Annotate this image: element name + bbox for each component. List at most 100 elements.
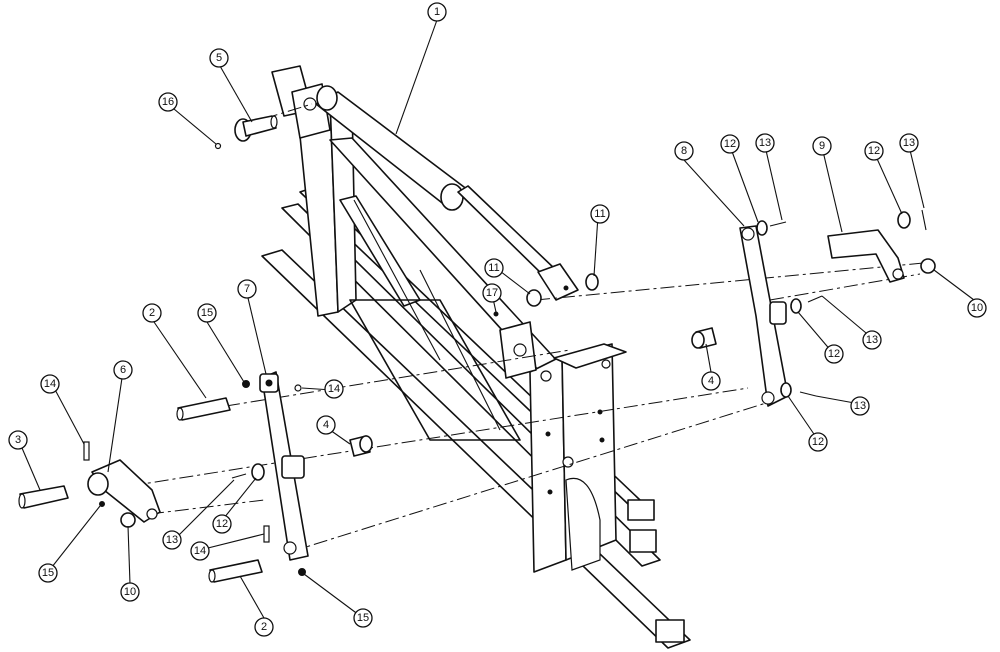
svg-text:13: 13 — [759, 137, 771, 149]
rail-end-cap — [627, 499, 655, 521]
leader-11-right — [593, 215, 599, 277]
cotter-13-mid — [807, 295, 823, 303]
bushing-11-right — [585, 273, 599, 291]
svg-text:13: 13 — [854, 400, 866, 412]
bushing-4-right-flange — [691, 331, 705, 349]
callout-2: 2 — [254, 617, 274, 637]
svg-text:12: 12 — [868, 145, 880, 157]
svg-text:4: 4 — [323, 419, 329, 431]
pin-3 — [19, 485, 69, 509]
callout-3: 3 — [8, 430, 28, 450]
bracket-9 — [827, 209, 936, 283]
frame-bracket-curve — [565, 477, 601, 571]
leader-7 — [247, 297, 267, 375]
callout-8: 8 — [674, 141, 694, 161]
arm-8-hub — [769, 301, 787, 325]
svg-text:13: 13 — [866, 334, 878, 346]
main-frame — [261, 65, 691, 649]
callout-13: 13 — [899, 133, 919, 153]
svg-text:4: 4 — [708, 375, 714, 387]
leader-4-right — [705, 343, 712, 373]
pin-2-upper — [177, 397, 231, 421]
cotter-13-bottom — [799, 391, 817, 397]
centerline-upper — [535, 261, 935, 301]
bolt-14-lower — [263, 525, 270, 543]
pin-2-lower-end — [208, 569, 216, 583]
leader-6 — [107, 377, 123, 473]
callout-13: 13 — [755, 133, 775, 153]
cylinder-rod-eye — [537, 263, 579, 301]
arm-8-bottom-hole — [761, 391, 775, 405]
leader-15-lower — [303, 573, 364, 619]
pin-5-assembly — [214, 115, 278, 150]
callout-13: 13 — [862, 330, 882, 350]
svg-text:11: 11 — [594, 208, 605, 220]
callout-12: 12 — [864, 141, 884, 161]
arm-8-body — [739, 225, 789, 407]
bolt-dot — [597, 409, 603, 415]
cotter-13-right — [921, 209, 927, 231]
svg-text:11: 11 — [488, 262, 499, 274]
leader-13-right — [908, 145, 925, 209]
svg-text:2: 2 — [149, 307, 155, 319]
leader-9 — [821, 146, 843, 233]
callout-12: 12 — [720, 134, 740, 154]
bushing-4-left-flange — [359, 435, 373, 453]
cylinder-rod — [457, 185, 557, 279]
leader-4-left — [329, 429, 351, 445]
callout-13: 13 — [850, 396, 870, 416]
callout-6: 6 — [113, 360, 133, 380]
leader-12-mid — [797, 311, 833, 353]
svg-text:9: 9 — [819, 140, 825, 152]
callout-10: 10 — [967, 298, 987, 318]
leader-12-top — [729, 145, 759, 223]
callout-14: 14 — [324, 379, 344, 399]
leader-10-right — [933, 269, 975, 301]
bracket-hole — [562, 456, 574, 468]
bolt-16 — [214, 142, 222, 150]
centerline-bottom — [289, 397, 783, 553]
leader-12-left — [223, 477, 257, 519]
pin-3-end — [18, 493, 26, 509]
svg-text:1: 1 — [434, 6, 440, 18]
callout-17: 17 — [482, 283, 502, 303]
callout-15: 15 — [353, 608, 373, 628]
callout-12: 12 — [824, 344, 844, 364]
callout-16: 16 — [158, 92, 178, 112]
bushing-10-right — [920, 258, 936, 274]
washer-12-bottom — [780, 382, 792, 398]
svg-text:12: 12 — [812, 436, 824, 448]
frame-bracket-top — [553, 343, 627, 369]
svg-text:15: 15 — [201, 307, 213, 319]
pin-2-upper-end — [176, 407, 184, 421]
rail-end-cap — [629, 529, 657, 553]
nut-15 — [242, 380, 250, 388]
washer-12-top — [756, 220, 768, 236]
callout-5: 5 — [209, 48, 229, 68]
bolt-dot — [599, 437, 605, 443]
bracket-hole — [540, 370, 552, 382]
pin-2-lower — [209, 559, 263, 583]
svg-text:14: 14 — [194, 545, 206, 557]
nut-15-lower — [298, 568, 306, 576]
callout-2: 2 — [142, 303, 162, 323]
callout-4: 4 — [701, 371, 721, 391]
callout-11: 11 — [484, 258, 504, 278]
callout-12: 12 — [212, 514, 232, 534]
callout-12: 12 — [808, 432, 828, 452]
bolt-17 — [493, 311, 499, 317]
bracket-hole — [601, 359, 611, 369]
bushing-10-left — [120, 512, 136, 528]
cylinder-end-cap — [316, 85, 338, 111]
callout-14: 14 — [190, 541, 210, 561]
svg-text:5: 5 — [216, 52, 222, 64]
leader-15-left — [47, 505, 101, 573]
leader-13-left — [173, 479, 235, 541]
callout-10: 10 — [120, 582, 140, 602]
pin-5-end — [270, 115, 278, 129]
svg-text:12: 12 — [724, 138, 736, 150]
leader-2-lower — [239, 575, 265, 619]
rod-eye-hole — [563, 285, 569, 291]
callout-13: 13 — [162, 530, 182, 550]
cotter-13-left — [231, 473, 247, 479]
